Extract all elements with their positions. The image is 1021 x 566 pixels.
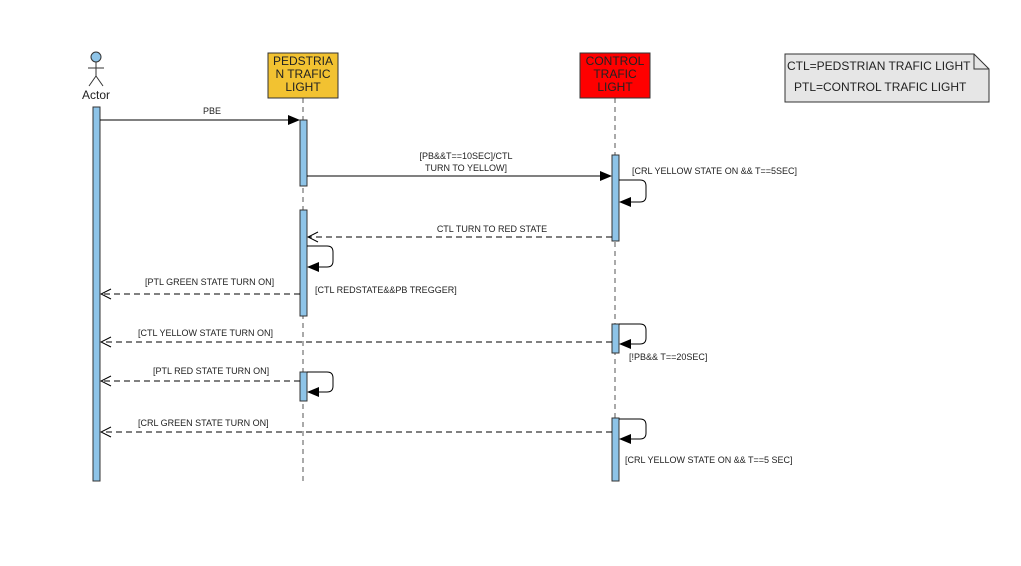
pedestrian-lifeline-header[interactable]: PEDSTRIA N TRAFIC LIGHT	[267, 52, 339, 99]
control-header-line-3: LIGHT	[597, 80, 633, 94]
self-message-crl-yellow-1[interactable]: [CRL YELLOW STATE ON && T==5SEC]	[619, 166, 797, 207]
message-turn-to-red[interactable]: CTL TURN TO RED STATE	[308, 224, 612, 237]
legend-note[interactable]: CTL=PEDSTRIAN TRAFIC LIGHT PTL=CONTROL T…	[784, 53, 990, 103]
actor-head-icon	[90, 51, 102, 63]
control-activation-bar-3[interactable]	[611, 417, 620, 482]
self-loop-pb-20sec	[619, 323, 647, 349]
message-pbe[interactable]: PBE	[100, 106, 300, 125]
self-loop-ptl-red	[307, 371, 334, 397]
note-fold	[973, 54, 989, 70]
self-message-ctl-redstate[interactable]: [CTL REDSTATE&&PB TREGGER]	[307, 245, 457, 295]
message-ptl-red[interactable]: [PTL RED STATE TURN ON]	[101, 366, 300, 381]
self-message-pb-20sec-label: [!PB&& T==20SEC]	[629, 352, 707, 362]
pedestrian-activation-bar-2[interactable]	[299, 209, 308, 317]
message-crl-green-label: [CRL GREEN STATE TURN ON]	[138, 418, 269, 428]
control-header-line-1: CONTROL	[586, 54, 645, 68]
self-message-crl-yellow-1-label: [CRL YELLOW STATE ON && T==5SEC]	[632, 166, 797, 176]
actor-left-leg	[88, 75, 97, 87]
actor-right-leg	[95, 75, 104, 87]
actor-activation-bar[interactable]	[92, 106, 101, 482]
self-message-ctl-redstate-label: [CTL REDSTATE&&PB TREGGER]	[315, 285, 457, 295]
actor-label: Actor	[82, 88, 110, 102]
message-turn-to-yellow[interactable]: [PB&&T==10SEC]/CTL TURN TO YELLOW]	[307, 151, 612, 181]
self-message-pb-20sec[interactable]: [!PB&& T==20SEC]	[619, 323, 707, 362]
message-ptl-green-label: [PTL GREEN STATE TURN ON]	[145, 277, 274, 287]
note-line-1: CTL=PEDSTRIAN TRAFIC LIGHT	[787, 59, 971, 73]
message-ctl-yellow[interactable]: [CTL YELLOW STATE TURN ON]	[101, 328, 612, 342]
pedestrian-header-line-3: LIGHT	[285, 80, 321, 94]
self-loop-crl-yellow-1	[619, 179, 647, 207]
control-activation-bar-2[interactable]	[611, 323, 620, 354]
message-crl-green[interactable]: [CRL GREEN STATE TURN ON]	[101, 418, 612, 432]
self-message-ptl-red[interactable]	[307, 371, 334, 397]
control-header-box	[579, 52, 651, 99]
pedestrian-activation-bar-3[interactable]	[299, 371, 308, 402]
actor-figure[interactable]: Actor	[82, 51, 110, 102]
pedestrian-header-line-2: N TRAFIC	[275, 67, 330, 81]
pedestrian-activation-bar-1[interactable]	[299, 119, 308, 187]
self-message-crl-yellow-2-label: [CRL YELLOW STATE ON && T==5 SEC]	[625, 455, 793, 465]
message-pbe-label: PBE	[203, 106, 221, 116]
pedestrian-header-box	[267, 52, 339, 99]
pedestrian-header-line-1: PEDSTRIA	[273, 54, 333, 68]
self-loop-crl-yellow-2	[619, 418, 647, 444]
message-turn-to-red-label: CTL TURN TO RED STATE	[437, 224, 547, 234]
note-shape	[784, 53, 990, 103]
message-ctl-yellow-label: [CTL YELLOW STATE TURN ON]	[138, 328, 273, 338]
control-activation-bar-1[interactable]	[611, 154, 620, 242]
note-line-2: PTL=CONTROL TRAFIC LIGHT	[794, 80, 967, 94]
message-turn-to-yellow-label-2: TURN TO YELLOW]	[425, 163, 507, 173]
control-header-line-2: TRAFIC	[593, 67, 637, 81]
self-loop-ctl-redstate	[307, 245, 334, 272]
message-ptl-green[interactable]: [PTL GREEN STATE TURN ON]	[101, 277, 300, 294]
self-message-crl-yellow-2[interactable]: [CRL YELLOW STATE ON && T==5 SEC]	[619, 418, 793, 465]
message-ptl-red-label: [PTL RED STATE TURN ON]	[153, 366, 269, 376]
message-turn-to-yellow-label-1: [PB&&T==10SEC]/CTL	[419, 151, 512, 161]
control-lifeline-header[interactable]: CONTROL TRAFIC LIGHT	[579, 52, 651, 99]
